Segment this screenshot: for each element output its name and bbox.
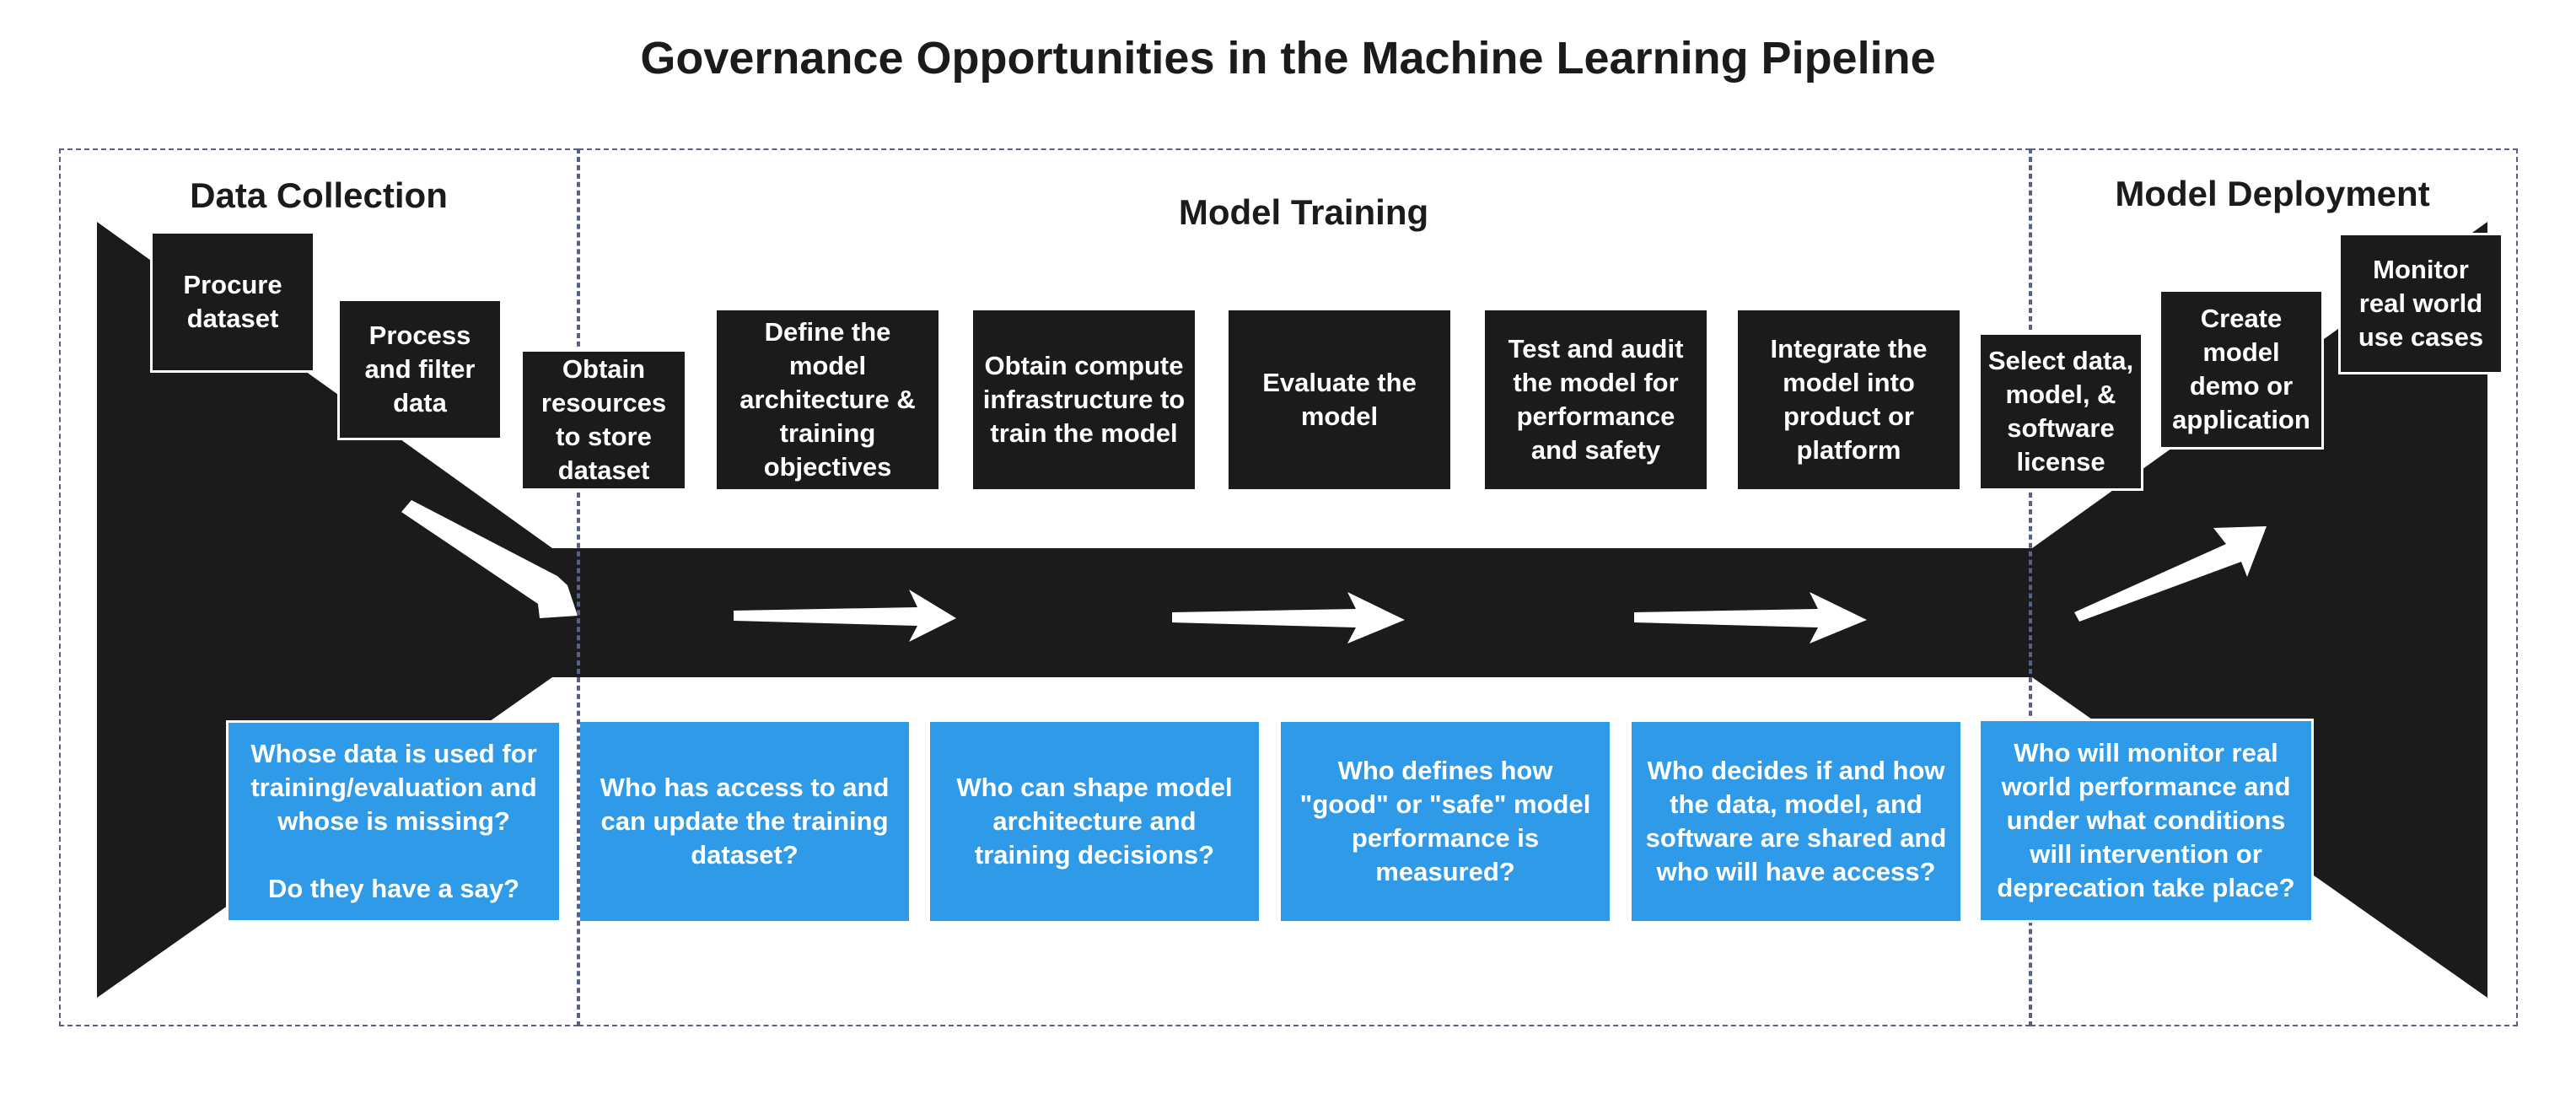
question-data-collection: Whose data is used for training/evaluati… bbox=[226, 720, 562, 923]
step-create-demo: Create model demo or application bbox=[2159, 289, 2324, 450]
step-obtain-compute: Obtain compute infrastructure to train t… bbox=[973, 310, 1195, 489]
step-test-audit: Test and audit the model for performance… bbox=[1485, 310, 1707, 489]
question-monitoring: Who will monitor real world performance … bbox=[1978, 719, 2314, 923]
pipeline-funnel bbox=[97, 222, 2487, 998]
arrow-entry bbox=[401, 500, 578, 618]
step-select-license: Select data, model, & software license bbox=[1978, 332, 2143, 491]
step-integrate-model: Integrate the model into product or plat… bbox=[1738, 310, 1960, 489]
question-performance-measurement: Who defines how "good" or "safe" model p… bbox=[1281, 722, 1610, 921]
step-obtain-storage: Obtain resources to store dataset bbox=[520, 349, 687, 491]
question-architecture-decisions: Who can shape model architecture and tra… bbox=[930, 722, 1259, 921]
step-procure-dataset: Procure dataset bbox=[150, 231, 315, 373]
arrow-training-2 bbox=[1172, 592, 1405, 644]
step-evaluate-model: Evaluate the model bbox=[1229, 310, 1450, 489]
step-monitor-use-cases: Monitor real world use cases bbox=[2338, 233, 2503, 374]
arrow-exit bbox=[2074, 526, 2267, 622]
question-training-dataset-access: Who has access to and can update the tra… bbox=[580, 722, 909, 921]
region-data-collection bbox=[59, 148, 578, 1026]
section-title-data-collection: Data Collection bbox=[190, 175, 448, 215]
region-model-deployment bbox=[2030, 148, 2518, 1026]
region-model-training bbox=[578, 148, 2030, 1026]
section-title-model-training: Model Training bbox=[1178, 192, 1429, 232]
arrow-training-1 bbox=[734, 590, 956, 642]
question-sharing-access: Who decides if and how the data, model, … bbox=[1632, 722, 1960, 921]
arrow-training-3 bbox=[1634, 592, 1867, 644]
section-title-model-deployment: Model Deployment bbox=[2115, 174, 2430, 213]
diagram-title: Governance Opportunities in the Machine … bbox=[640, 33, 1936, 83]
step-process-filter-data: Process and filter data bbox=[337, 299, 503, 440]
step-define-architecture: Define the model architecture & training… bbox=[717, 310, 938, 489]
